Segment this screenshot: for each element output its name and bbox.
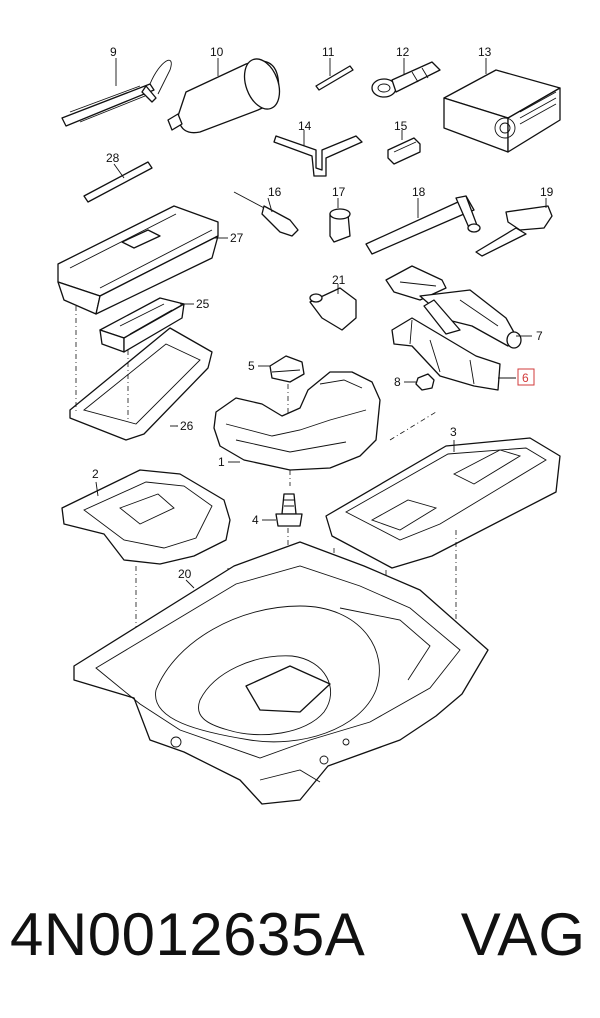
callout-21: 21 — [332, 273, 346, 287]
brand-label: VAG — [460, 901, 586, 968]
part-26-liner — [69, 327, 213, 441]
callout-13: 13 — [478, 45, 492, 59]
part-28-rod — [83, 161, 153, 203]
callout-16: 16 — [268, 185, 282, 199]
part-14-l-wrench — [273, 135, 363, 177]
callout-6-highlight — [517, 368, 535, 386]
callout-2: 2 — [92, 467, 99, 481]
part-21-adapter — [309, 287, 357, 331]
part-16-screwdriver — [233, 191, 299, 237]
part-9-hook-tool — [61, 59, 172, 127]
part-18-wheel-brace — [365, 195, 481, 255]
part-7-jack — [385, 265, 522, 349]
part-15-clip — [387, 137, 421, 165]
callout-26: 26 — [180, 419, 194, 433]
callout-19: 19 — [540, 185, 554, 199]
callout-labels: 9 10 11 12 13 14 15 28 16 17 18 19 27 21… — [92, 45, 554, 581]
part-3-right-tray — [325, 437, 561, 569]
part-2-left-tray — [61, 469, 231, 565]
part-13-box — [443, 69, 561, 153]
part-12-tow-eye — [371, 61, 441, 98]
callout-11: 11 — [322, 45, 335, 59]
callout-5: 5 — [248, 359, 255, 373]
part-5-cap — [269, 355, 305, 383]
callout-7: 7 — [536, 329, 543, 343]
callout-27: 27 — [230, 231, 244, 245]
part-4-bolt — [275, 493, 303, 527]
part-11-pin — [315, 65, 354, 91]
part-20-floor-pan — [73, 541, 489, 805]
callout-9: 9 — [110, 45, 117, 59]
callout-8: 8 — [394, 375, 401, 389]
callout-6: 6 — [522, 371, 529, 385]
callout-1: 1 — [218, 455, 225, 469]
callout-25: 25 — [196, 297, 210, 311]
callout-20: 20 — [178, 567, 192, 581]
part-8-nut — [415, 373, 435, 391]
part-27-upper-tray — [57, 205, 219, 315]
part-19-scraper — [475, 205, 553, 257]
callout-18: 18 — [412, 185, 426, 199]
callout-28: 28 — [106, 151, 120, 165]
callout-15: 15 — [394, 119, 408, 133]
callout-3: 3 — [450, 425, 457, 439]
exploded-parts-diagram: 9 10 11 12 13 14 15 28 16 17 18 19 27 21… — [57, 45, 561, 805]
part-6-bracket — [391, 317, 501, 391]
callout-14: 14 — [298, 119, 312, 133]
part-1-wheel-insert — [213, 371, 381, 471]
part-25-small-tray — [99, 297, 185, 353]
part-number: 4N0012635A — [10, 901, 366, 968]
callout-12: 12 — [396, 45, 410, 59]
part-10-canister — [167, 58, 281, 134]
part-17-socket — [329, 208, 351, 243]
callout-10: 10 — [210, 45, 224, 59]
callout-4: 4 — [252, 513, 259, 527]
callout-17: 17 — [332, 185, 346, 199]
